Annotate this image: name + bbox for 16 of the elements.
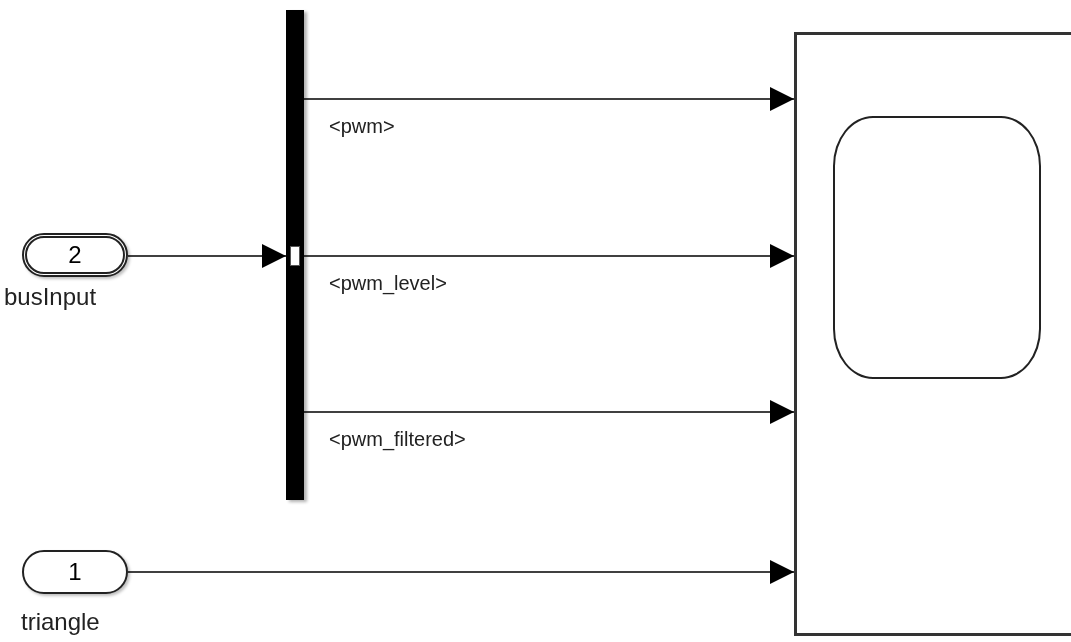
signal-arrow — [303, 400, 795, 424]
inport-block — [22, 233, 128, 277]
port-number: 2 — [68, 241, 82, 269]
port-number: 1 — [68, 558, 82, 586]
signal-arrow — [127, 560, 795, 584]
signal-arrow — [303, 87, 795, 111]
inport-block — [22, 550, 128, 594]
state-box — [833, 116, 1041, 379]
chart-block — [794, 32, 1071, 636]
port-name-label: triangle — [21, 608, 100, 636]
port-name-label: busInput — [4, 283, 97, 311]
edge-label: <pwm_filtered> — [328, 428, 467, 451]
bus-selector-bar — [286, 10, 304, 500]
signal-arrow — [127, 244, 287, 268]
edge-label: <pwm_level> — [328, 272, 448, 295]
signal-arrow — [303, 244, 795, 268]
